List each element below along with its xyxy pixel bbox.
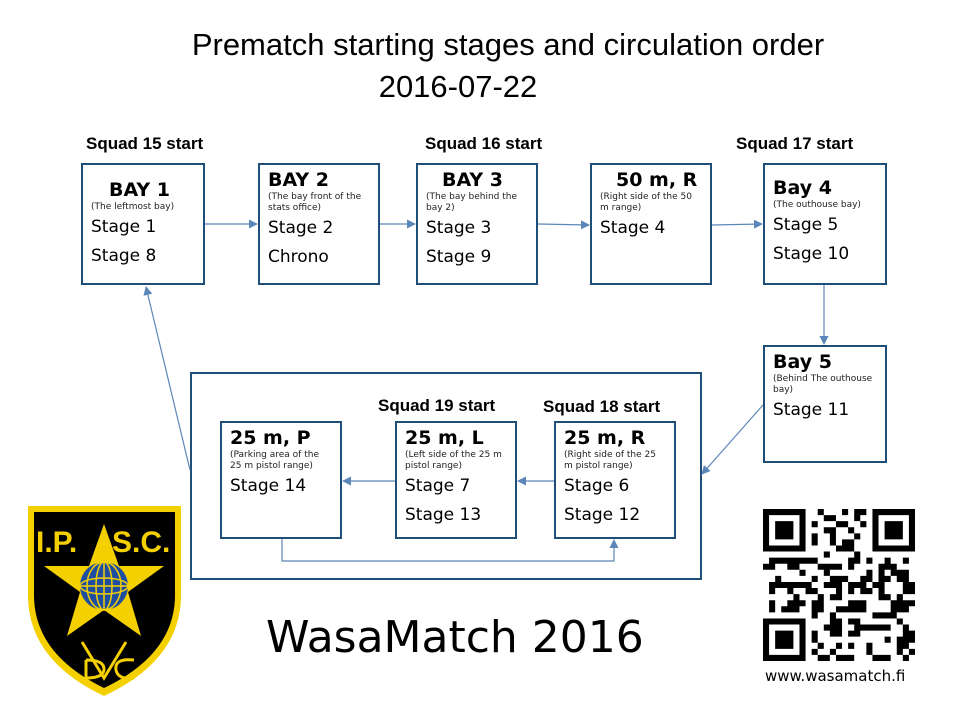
range-25m-left-note: (Left side of the 25 m pistol range) (405, 450, 502, 471)
bay-2-stage-2: Chrono (268, 247, 329, 267)
squad-18-label: Squad 18 start (543, 397, 661, 416)
range-25m-left-box: 25 m, L (Left side of the 25 m pistol ra… (395, 421, 517, 539)
bay-4-note: (The outhouse bay) (773, 200, 861, 210)
bay-3-note: (The bay behind the bay 2) (426, 192, 518, 213)
range-25m-right-stage-2: Stage 12 (564, 505, 641, 525)
pistol-range-group-frame (190, 372, 702, 580)
bay-2-stage-1: Stage 2 (268, 218, 334, 238)
arrow-25p-to-25r (281, 539, 619, 562)
bay-2-name: BAY 2 (268, 169, 329, 191)
bay-1-note: (The leftmost bay) (91, 202, 175, 212)
bay-2-box: BAY 2 (The bay front of the stats office… (258, 163, 380, 285)
range-25m-parking-name: 25 m, P (230, 427, 311, 449)
event-name: WasaMatch 2016 (266, 612, 644, 663)
range-25m-right-note: (Right side of the 25 m pistol range) (564, 450, 656, 471)
range-50m-right-stage-1: Stage 4 (600, 218, 666, 238)
bay-3-stage-1: Stage 3 (426, 218, 492, 238)
range-25m-left-stage-1: Stage 7 (405, 476, 471, 496)
bay-4-stage-2: Stage 10 (773, 244, 850, 264)
range-50m-right-note: (Right side of the 50 m range) (600, 192, 692, 213)
title-line-2: 2016-07-22 (378, 69, 538, 104)
squad-17-label: Squad 17 start (736, 134, 854, 153)
arrow-50m-to-bay4 (711, 219, 763, 229)
ipsc-logo: I.P. S.C. (28, 506, 181, 696)
squad-19-label: Squad 19 start (378, 396, 496, 415)
bay-2-note: (The bay front of the stats office) (268, 192, 362, 213)
bay-5-name: Bay 5 (773, 351, 832, 373)
bay-1-box: BAY 1 (The leftmost bay) Stage 1 Stage 8 (81, 163, 205, 285)
range-50m-right-box: 50 m, R (Right side of the 50 m range) S… (590, 163, 712, 285)
range-25m-right-stage-1: Stage 6 (564, 476, 630, 496)
range-25m-parking-note: (Parking area of the 25 m pistol range) (230, 450, 319, 471)
bay-5-note: (Behind The outhouse bay) (773, 374, 873, 395)
squad-16-label: Squad 16 start (425, 134, 543, 153)
arrow-bay3-to-50m (537, 220, 590, 230)
arrow-bay5-to-frame (701, 404, 764, 475)
title-line-1: Prematch starting stages and circulation… (191, 27, 825, 62)
range-50m-right-name: 50 m, R (616, 169, 698, 191)
squad-15-label: Squad 15 start (86, 134, 204, 153)
bay-1-stage-2: Stage 8 (91, 246, 157, 266)
range-25m-left-name: 25 m, L (405, 427, 484, 449)
range-25m-parking-box: 25 m, P (Parking area of the 25 m pistol… (220, 421, 342, 539)
bay-3-stage-2: Stage 9 (426, 247, 492, 267)
bay-5-box: Bay 5 (Behind The outhouse bay) Stage 11 (763, 345, 887, 463)
range-25m-parking-stage-1: Stage 14 (230, 476, 307, 496)
bay-4-box: Bay 4 (The outhouse bay) Stage 5 Stage 1… (763, 163, 887, 285)
range-25m-right-name: 25 m, R (564, 427, 646, 449)
bay-4-stage-1: Stage 5 (773, 215, 839, 235)
qr-code (763, 509, 915, 661)
website-url: www.wasamatch.fi (765, 667, 906, 685)
range-25m-right-box: 25 m, R (Right side of the 25 m pistol r… (554, 421, 676, 539)
bay-3-box: BAY 3 (The bay behind the bay 2) Stage 3… (416, 163, 538, 285)
bay-1-stage-1: Stage 1 (91, 217, 157, 237)
logo-text-right: S.C. (112, 526, 170, 559)
bay-5-stage-1: Stage 11 (773, 400, 850, 420)
logo-text-left: I.P. (36, 526, 77, 559)
bay-1-name: BAY 1 (109, 179, 170, 201)
bay-4-name: Bay 4 (773, 177, 832, 199)
bay-3-name: BAY 3 (442, 169, 503, 191)
arrow-frame-to-bay1 (143, 286, 191, 471)
qr-modules (763, 509, 915, 661)
range-25m-left-stage-2: Stage 13 (405, 505, 482, 525)
